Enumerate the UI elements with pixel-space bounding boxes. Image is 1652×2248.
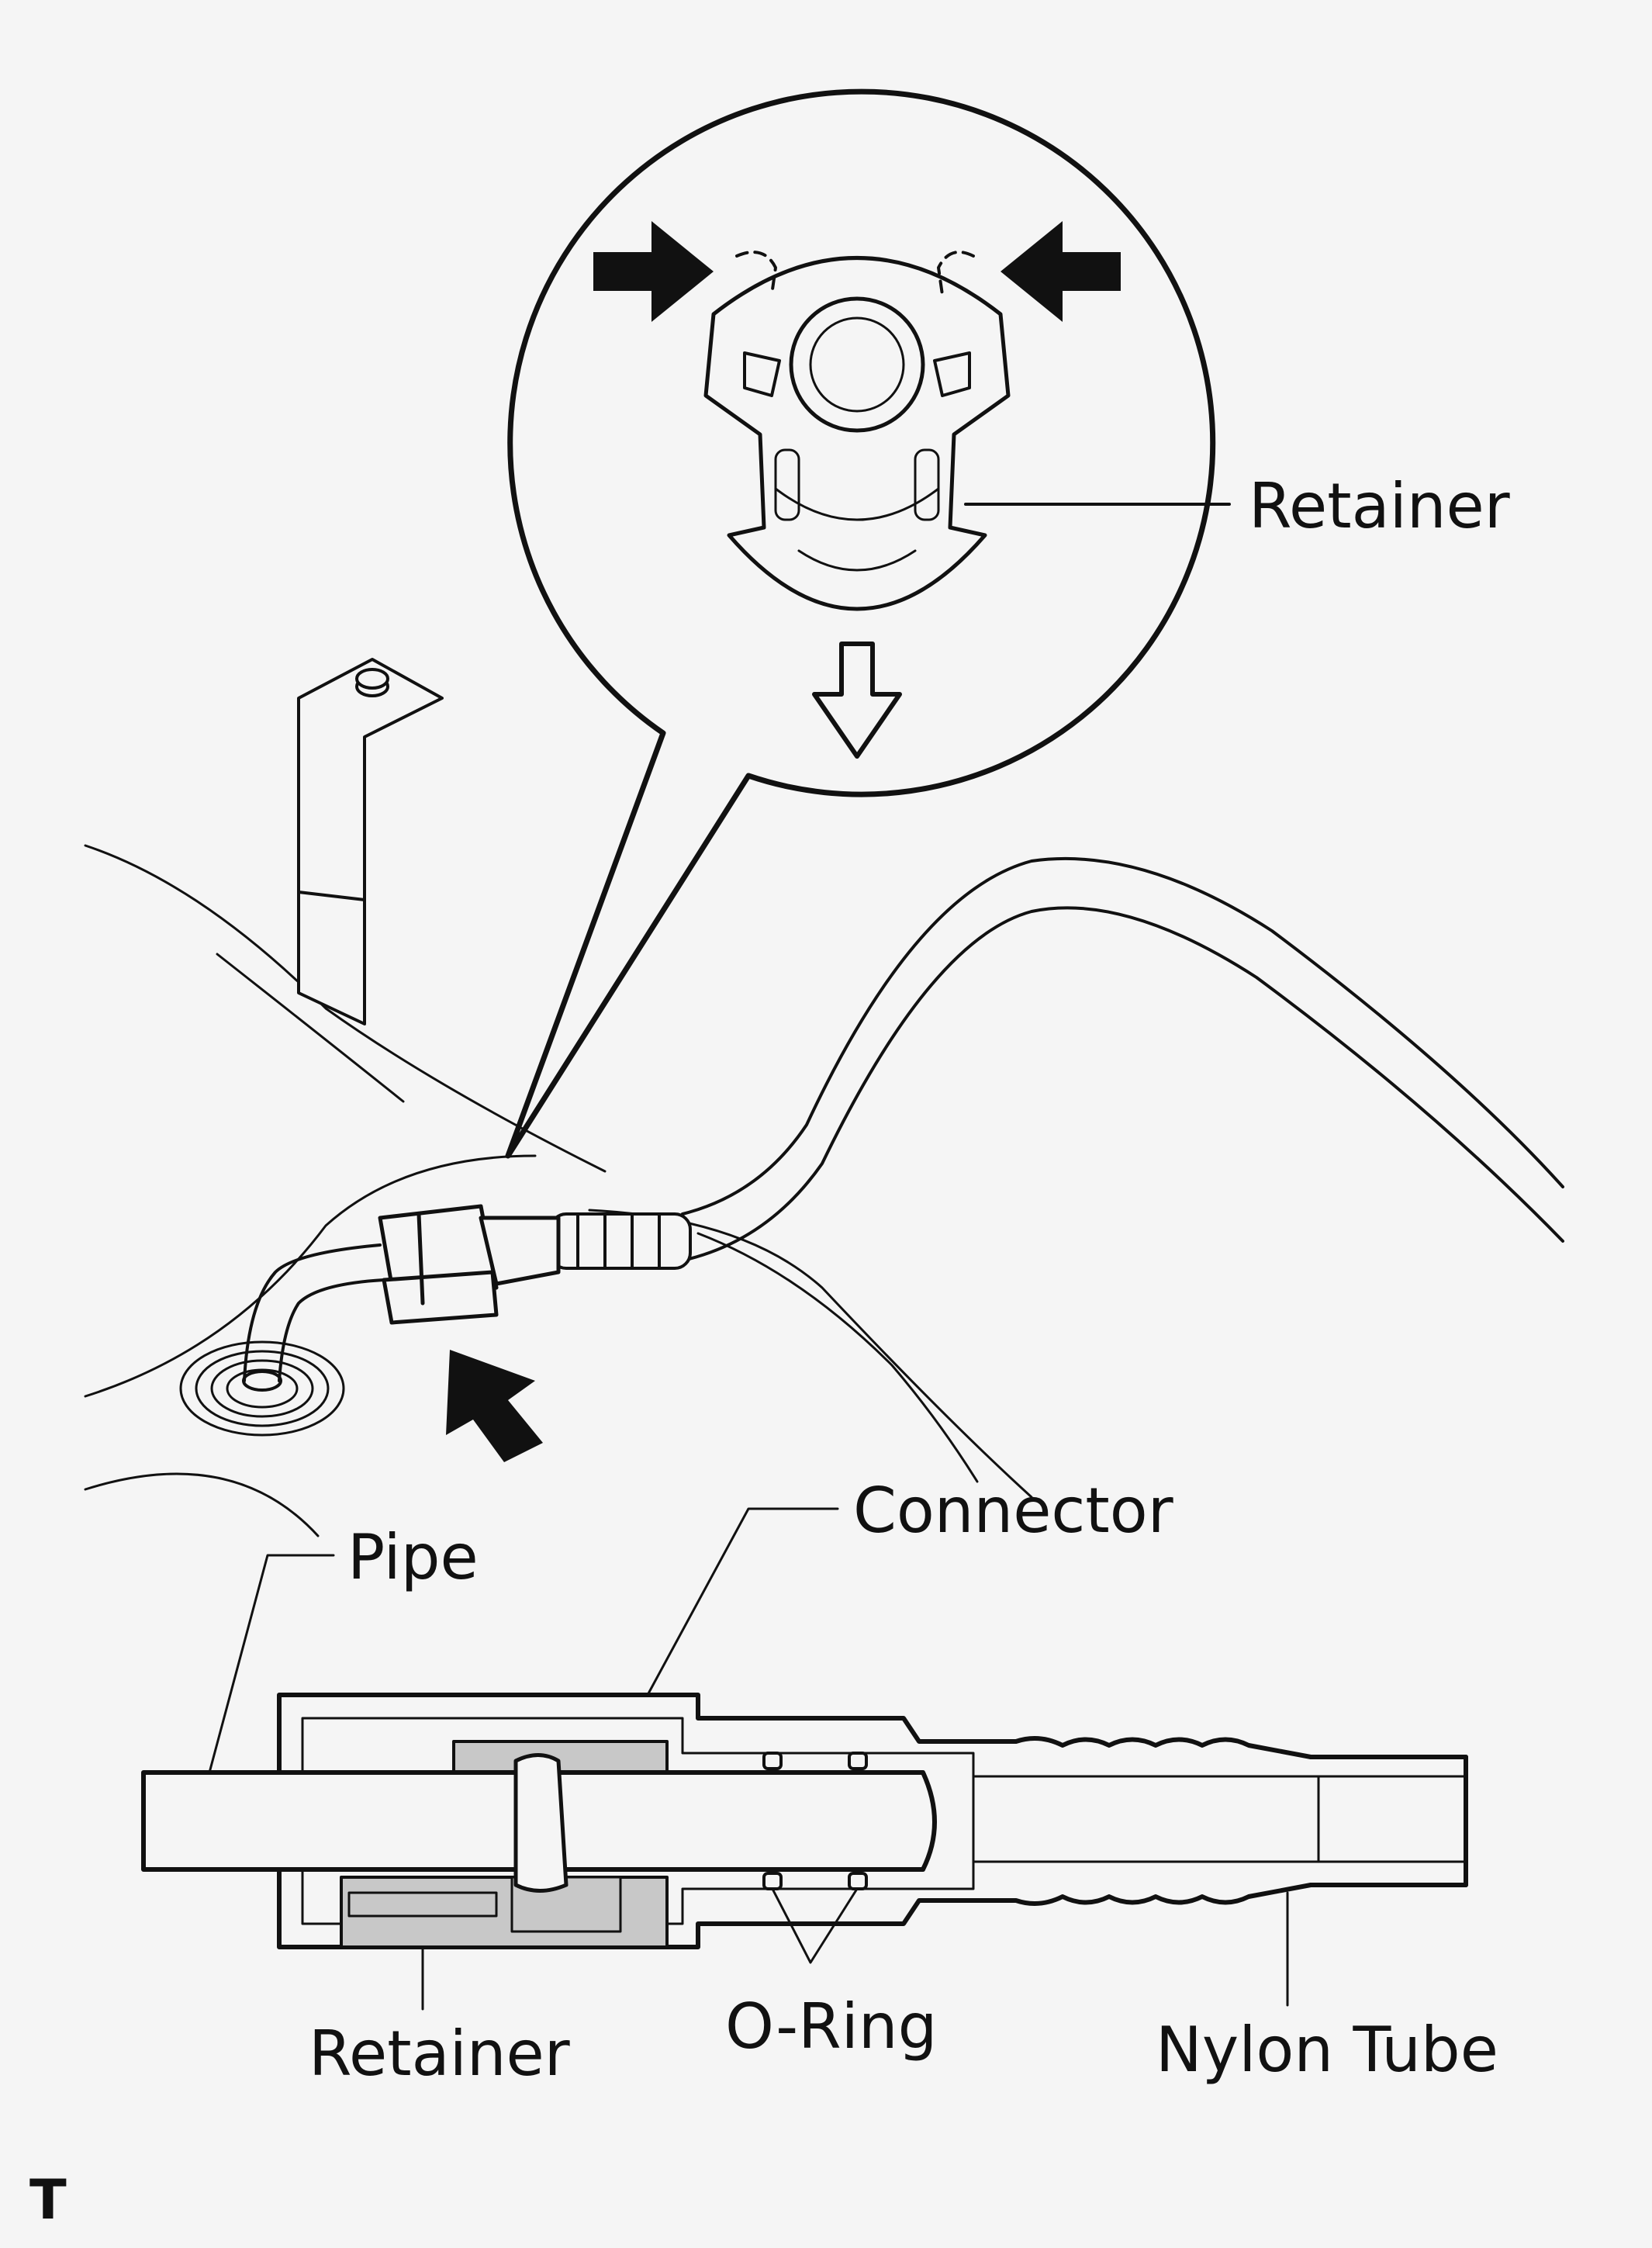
- retainer-clip-left-latch: [735, 251, 777, 296]
- retainer-clip-bore: [789, 296, 925, 433]
- connector-label: Connector: [853, 1475, 1173, 1547]
- retainer-clip-slot-lower: [797, 549, 917, 572]
- pipe-leader: [208, 1554, 335, 1774]
- quick-connector: [378, 1204, 561, 1325]
- retainer-clip-inner-ring: [809, 316, 905, 413]
- cross-section: [141, 1693, 1468, 1949]
- tube-ribbed-section: [549, 1212, 692, 1270]
- magnifier-callout: [505, 88, 1216, 1159]
- magnifier-outline: [505, 88, 1216, 1159]
- pipe-grommet: [179, 1340, 345, 1437]
- o-rings: [762, 1752, 868, 1890]
- nylon-tube-upper-edge: [681, 856, 1564, 1216]
- retainer-clip-slot-upper: [774, 487, 940, 521]
- tank-edge-lower: [216, 953, 405, 1103]
- pipe-label: Pipe: [347, 1521, 479, 1593]
- retainer-clip-body: [703, 256, 1011, 611]
- mounting-bracket: [297, 658, 444, 1025]
- nylon-tube-lower-edge: [681, 906, 1564, 1262]
- o-ring-leader: [771, 1887, 859, 1964]
- retainer-section-label: Retainer: [309, 2018, 570, 2090]
- connector-leader: [646, 1507, 839, 1696]
- o-ring-label: O-Ring: [725, 1990, 937, 2063]
- retainer-clip-detail: [703, 251, 1011, 611]
- pointer-arrow-icon: [446, 1350, 543, 1462]
- tank-surface: [84, 844, 1033, 1537]
- retainer-callout-label: Retainer: [1249, 470, 1510, 542]
- nylon-tube-label: Nylon Tube: [1156, 2014, 1498, 2086]
- corner-mark: T: [29, 2168, 67, 2232]
- retainer-clip-right-latch: [937, 251, 975, 296]
- tank-contour: [84, 1154, 537, 1398]
- push-arrow-icon: [1001, 221, 1121, 322]
- tank-bottom-arc: [84, 1472, 320, 1537]
- retainer-shaded-slot: [347, 1891, 498, 1918]
- retainer-clip-right-tab: [933, 351, 971, 397]
- tank-edge-upper: [84, 844, 607, 1173]
- tank-panel-edge-2: [696, 1232, 979, 1483]
- retainer-clip-right-rib: [914, 448, 940, 521]
- tank-pipe: [242, 1243, 385, 1392]
- pull-arrow-icon: [812, 642, 902, 759]
- retainer-clip-left-rib: [774, 448, 800, 521]
- pipe-bead: [513, 1753, 569, 1893]
- push-arrow-icon: [593, 221, 714, 322]
- retainer-clip-left-tab: [743, 351, 781, 397]
- nylon-tube-run: [681, 856, 1564, 1262]
